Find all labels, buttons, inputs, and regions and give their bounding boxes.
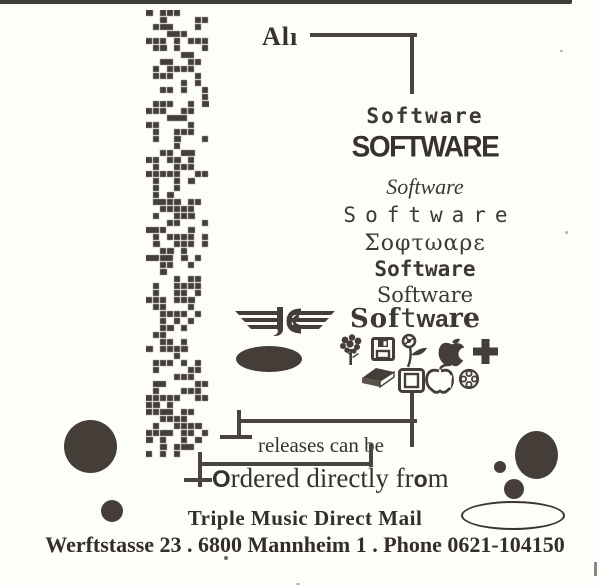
ordered-seg: O: [212, 466, 231, 493]
releases-text: releases can be: [258, 433, 384, 457]
rule-line: [220, 435, 252, 439]
software-variant-serif: Software: [376, 283, 474, 307]
solid-circle-shape: [101, 500, 123, 522]
solid-circle-shape: [64, 420, 117, 473]
apple-solid-icon: [438, 338, 468, 367]
plus-cross-icon: [473, 339, 498, 364]
tree-icon: [340, 334, 362, 365]
rule-line: [310, 33, 417, 37]
mixed-seg: wa: [416, 306, 449, 333]
software-variant-italic: Software: [386, 174, 464, 199]
floppy-disk-icon: [371, 337, 395, 361]
scan-speck: [296, 583, 300, 585]
solid-ellipse-shape: [236, 346, 302, 372]
ordered-seg: rdered directly fr: [230, 463, 414, 493]
rose-icon: [401, 333, 427, 368]
mixed-seg: t: [400, 303, 417, 334]
scan-edge-artifact: [594, 562, 597, 576]
address-line: Werftstasse 23 . 6800 Mannheim 1 . Phone…: [45, 532, 565, 557]
rule-line: [237, 410, 241, 437]
company-name: Triple Music Direct Mail: [187, 506, 423, 530]
scan-edge-artifact: [0, 0, 572, 4]
software-variant-greek: Σοφτωαρε: [364, 231, 486, 256]
ordered-seg: m: [427, 463, 449, 493]
rule-line: [184, 478, 212, 482]
software-variant-caps: SOFTWARE: [351, 130, 500, 163]
headline-fragment: Alı: [262, 22, 299, 51]
solid-circle-shape: [504, 479, 524, 499]
open-frame-icon: [398, 368, 425, 393]
scan-speck: [560, 50, 563, 52]
software-variant-bitmap: Software: [366, 104, 484, 128]
scan-speck: [565, 231, 568, 234]
rule-line: [238, 419, 417, 423]
clover-icon: [458, 368, 480, 390]
footer-address-block: Triple Music Direct Mail Werftstasse 23 …: [0, 506, 600, 558]
ellipse-outline-shape: [461, 501, 565, 530]
apple-outline-icon: [425, 363, 454, 394]
rule-line: [369, 444, 373, 467]
wings-monogram-logo-icon: [235, 307, 335, 336]
mixed-seg: re: [448, 303, 480, 334]
solid-circle-shape: [515, 431, 558, 479]
rule-line: [198, 452, 202, 487]
book-icon: [362, 368, 395, 389]
pixel-noise-strip: [146, 10, 209, 459]
scan-speck: [224, 556, 228, 560]
mixed-seg: Sof: [350, 304, 401, 334]
software-variant-spaced: Software: [343, 203, 517, 227]
software-variant-slab: Software: [374, 257, 476, 281]
ordered-seg: o: [413, 466, 428, 492]
rule-line: [410, 33, 414, 94]
rule-line: [199, 462, 373, 466]
solid-circle-shape: [494, 461, 506, 473]
software-variant-mixed: Software: [305, 303, 525, 334]
ordered-text: Ordered directly from: [212, 463, 449, 494]
